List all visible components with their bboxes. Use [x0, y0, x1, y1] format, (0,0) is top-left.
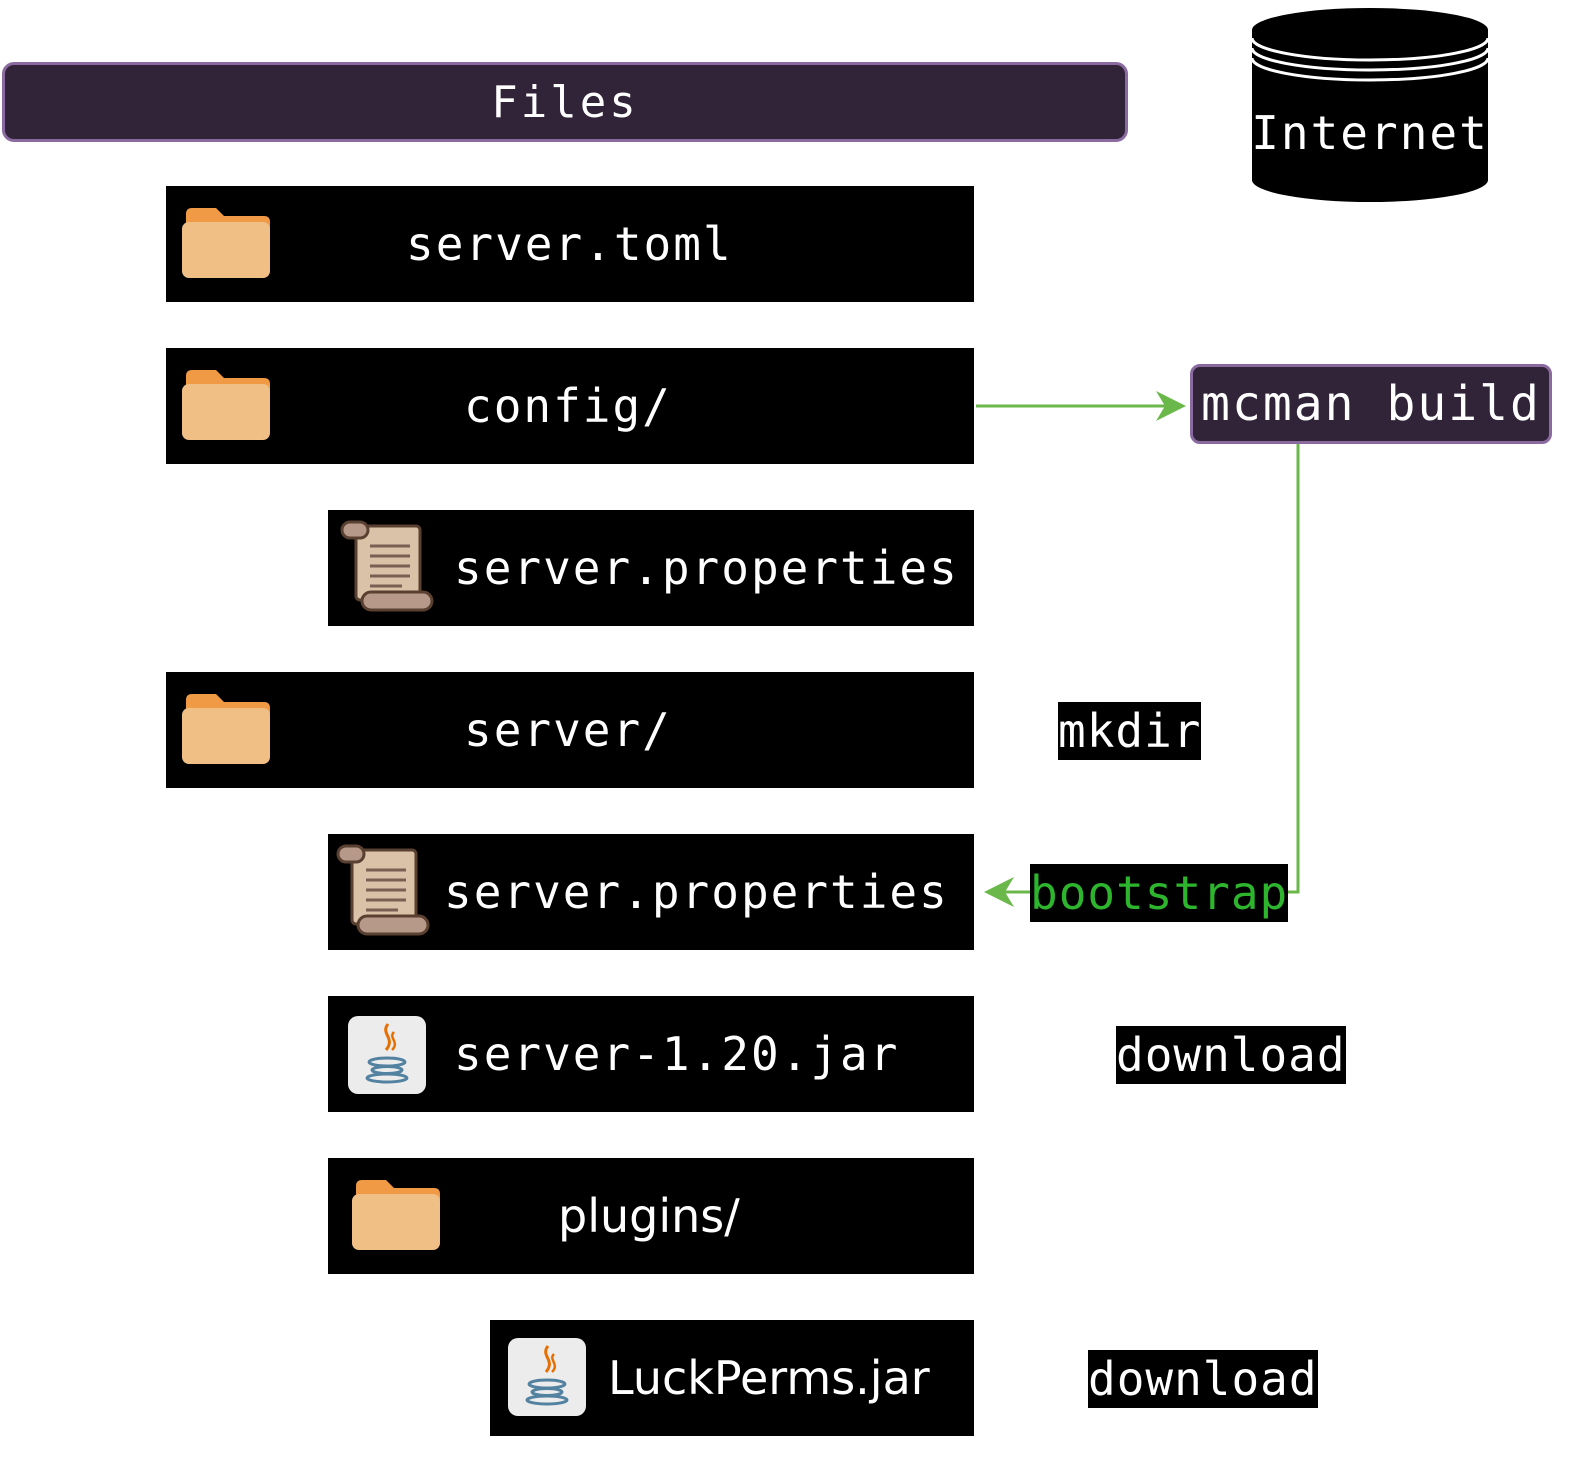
files-header: Files [2, 62, 1128, 142]
folder-icon [352, 1180, 440, 1250]
arrow-build-to-server-properties [984, 444, 1300, 907]
internet-database-icon [1250, 8, 1490, 202]
scroll-icon [340, 520, 434, 612]
file-row-server-jar[interactable]: server-1.20.jar [328, 996, 974, 1112]
folder-icon [182, 694, 270, 764]
java-icon [508, 1338, 586, 1416]
file-row-server[interactable]: server/ [166, 672, 974, 788]
scroll-icon [336, 844, 430, 936]
mkdir-action-label: mkdir [1058, 702, 1202, 760]
file-name: server.properties [454, 541, 959, 595]
file-row-server-server-properties[interactable]: server.properties [328, 834, 974, 950]
file-row-server-toml[interactable]: server.toml [166, 186, 974, 302]
file-name: server/ [464, 703, 672, 757]
file-name: server.toml [406, 217, 733, 271]
mcman-build-node: mcman build [1190, 364, 1552, 444]
folder-icon [182, 370, 270, 440]
file-name: server-1.20.jar [454, 1027, 900, 1081]
download-plugin-action-label: download [1088, 1350, 1318, 1408]
file-name: server.properties [444, 865, 949, 919]
file-row-config[interactable]: config/ [166, 348, 974, 464]
internet-label: Internet [1251, 106, 1489, 160]
download-server-action-label: download [1116, 1026, 1346, 1084]
file-row-config-server-properties[interactable]: server.properties [328, 510, 974, 626]
java-icon [348, 1016, 426, 1094]
file-row-luckperms-jar[interactable]: LuckPerms.jar [490, 1320, 974, 1436]
folder-icon [182, 208, 270, 278]
bootstrap-action-label: bootstrap [1030, 864, 1289, 922]
file-name: config/ [464, 379, 672, 433]
file-name: plugins/ [558, 1189, 740, 1243]
file-row-plugins[interactable]: plugins/ [328, 1158, 974, 1274]
file-name: LuckPerms.jar [608, 1351, 930, 1405]
